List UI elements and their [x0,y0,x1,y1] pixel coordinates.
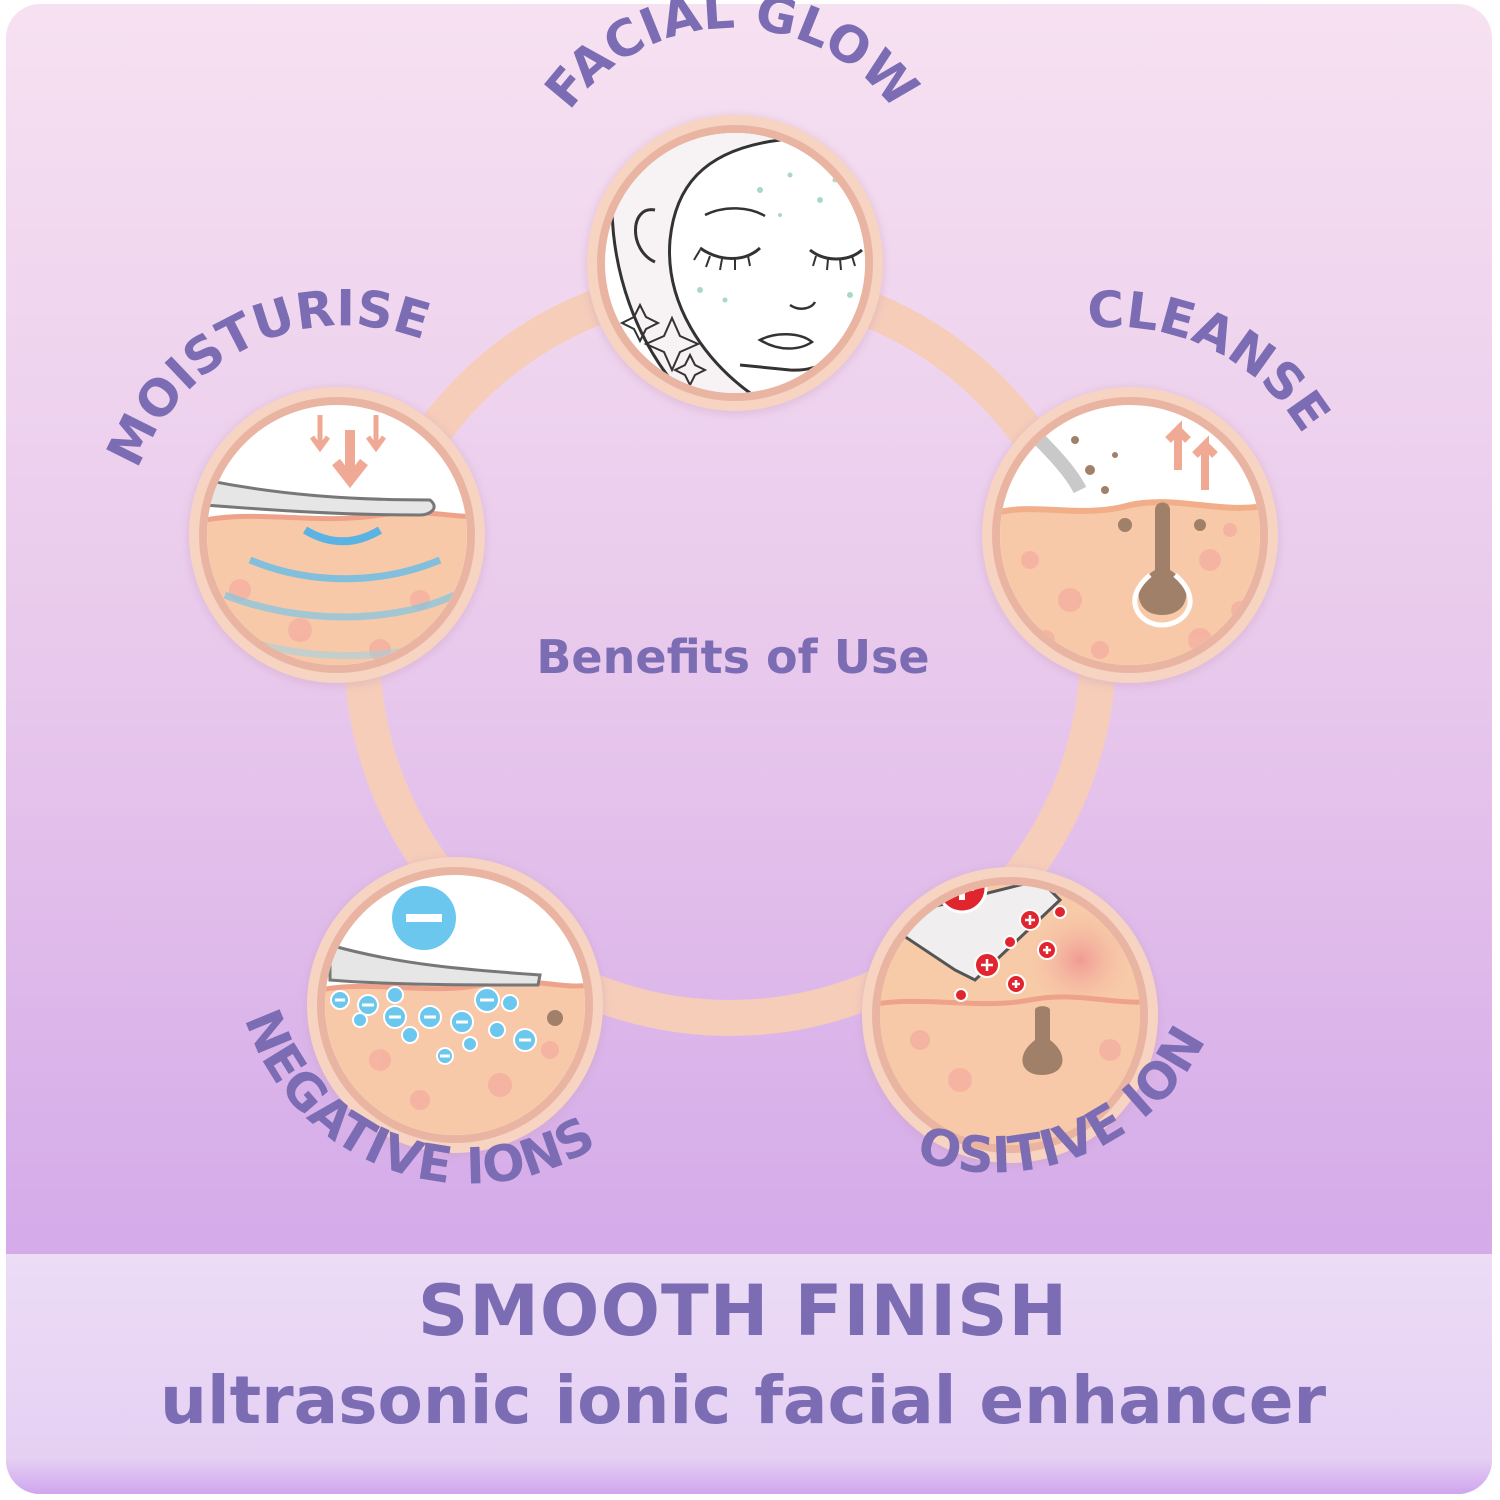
benefit-positive-ions [860,867,1160,1167]
moisture-waves-icon [207,415,467,665]
benefit-negative-ions [305,857,605,1157]
benefit-cleanse [980,387,1280,687]
benefit-moisturise [187,387,487,687]
face-glow-icon [610,133,865,393]
label-facial-glow: FACIAL GLOW [534,0,930,119]
positive-ions-icon [880,885,1140,1145]
benefit-facial-glow [585,115,885,415]
negative-ions-icon [325,886,585,1135]
footer-band [6,1254,1492,1494]
center-label: Benefits of Use [536,630,929,684]
footer-title: SMOOTH FINISH [417,1270,1069,1352]
footer-subtitle: ultrasonic ionic facial enhancer [159,1362,1327,1439]
pore-cleanse-icon [1000,415,1260,665]
minus-ion-large [392,886,456,950]
